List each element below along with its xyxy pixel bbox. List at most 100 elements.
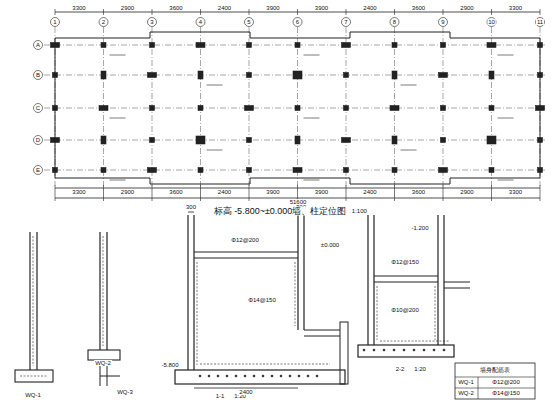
grid-bubble <box>536 18 545 27</box>
axis-number: 9 <box>440 19 445 25</box>
axis-number: 2 <box>101 19 106 25</box>
leader-line <box>110 118 126 119</box>
grid-line <box>44 108 545 109</box>
rebar-dot <box>443 349 445 351</box>
column <box>538 73 543 78</box>
column <box>489 71 494 79</box>
grid-bubble <box>148 18 157 27</box>
scale: 1:100 <box>351 208 368 214</box>
dimension: 3600 <box>168 189 183 195</box>
dimension-tick <box>249 185 250 201</box>
column <box>441 106 446 111</box>
dimension: 3900 <box>314 189 329 195</box>
column <box>101 136 106 144</box>
rebar-dot <box>289 375 291 377</box>
column <box>344 106 349 111</box>
rebar-note: Φ10@200 <box>390 307 420 313</box>
rebar-dot <box>244 375 246 377</box>
axis-number: 10 <box>487 19 496 25</box>
grid-bubble <box>196 18 205 27</box>
dimension-tick <box>249 9 250 15</box>
column <box>99 106 108 111</box>
column <box>51 43 60 48</box>
rebar-dot <box>235 375 237 377</box>
section-name: 2-2 <box>395 366 406 372</box>
column <box>441 43 446 48</box>
table-cell: WQ-2 <box>457 390 475 396</box>
column <box>101 43 106 48</box>
axis-number: 4 <box>198 19 203 25</box>
dimension: 2400 <box>217 5 232 11</box>
table-cell: WQ-1 <box>457 379 475 385</box>
rebar-dot <box>423 349 425 351</box>
detail-name: WQ-2 <box>94 360 112 366</box>
column <box>247 168 252 173</box>
column <box>489 106 494 111</box>
dimension-tick <box>297 9 298 15</box>
dimension-tick <box>394 185 395 201</box>
column <box>390 106 399 111</box>
rebar-note: Φ14@150 <box>247 297 277 303</box>
column <box>51 138 60 143</box>
dimension-tick <box>55 9 56 15</box>
grid-line <box>44 45 545 46</box>
section-name: 1-1 <box>215 393 226 399</box>
dimension-tick <box>103 9 104 15</box>
column <box>53 106 58 111</box>
dimension: 3300 <box>71 5 86 11</box>
column <box>148 168 157 173</box>
dimension: 2400 <box>362 5 377 11</box>
elevation: -5.800 <box>160 362 179 368</box>
rebar-dot <box>413 349 415 351</box>
rebar-dot <box>253 375 255 377</box>
detail-name: WQ-3 <box>116 389 134 395</box>
axis-number: 1 <box>52 19 57 25</box>
dimension: 3900 <box>314 5 329 11</box>
column <box>293 71 302 79</box>
rebar-dot <box>208 375 210 377</box>
column <box>53 73 58 78</box>
column <box>101 168 106 173</box>
rebar-dot <box>307 375 309 377</box>
elevation: ±0.000 <box>320 242 340 248</box>
dimension-tick <box>540 9 541 15</box>
dimension-tick <box>443 9 444 15</box>
grid-bubble <box>487 18 496 27</box>
column <box>295 106 300 111</box>
dimension-tick <box>152 9 153 15</box>
section-name: 1:20 <box>413 366 427 372</box>
column <box>148 73 157 78</box>
column <box>489 168 494 173</box>
column <box>392 71 397 79</box>
column <box>392 136 397 144</box>
axis-letter: B <box>35 72 41 78</box>
rebar-dot <box>383 349 385 351</box>
column <box>150 43 155 48</box>
column <box>487 136 496 144</box>
column <box>439 168 448 173</box>
dimension-tick <box>491 9 492 15</box>
axis-number: 5 <box>246 19 251 25</box>
column <box>53 168 58 173</box>
leader-line <box>498 180 514 181</box>
table-cell: Φ12@200 <box>491 379 521 385</box>
leader-line <box>498 118 514 119</box>
dimension-tick <box>346 9 347 15</box>
rebar-dot <box>393 349 395 351</box>
dimension: 2400 <box>362 189 377 195</box>
dimension: 2900 <box>120 189 135 195</box>
rebar-note: Φ12@200 <box>230 237 260 243</box>
dimension-tick <box>491 185 492 201</box>
axis-letter: E <box>35 167 41 173</box>
dimension: 3300 <box>508 5 523 11</box>
column <box>196 43 205 48</box>
column <box>487 43 496 48</box>
leader-line <box>304 180 320 181</box>
column <box>247 43 252 48</box>
column <box>293 168 302 173</box>
rebar-note: Φ12@150 <box>390 259 420 265</box>
dimension: 3600 <box>411 5 426 11</box>
grid-bubble <box>439 18 448 27</box>
column <box>344 168 349 173</box>
rebar-dot <box>199 375 201 377</box>
